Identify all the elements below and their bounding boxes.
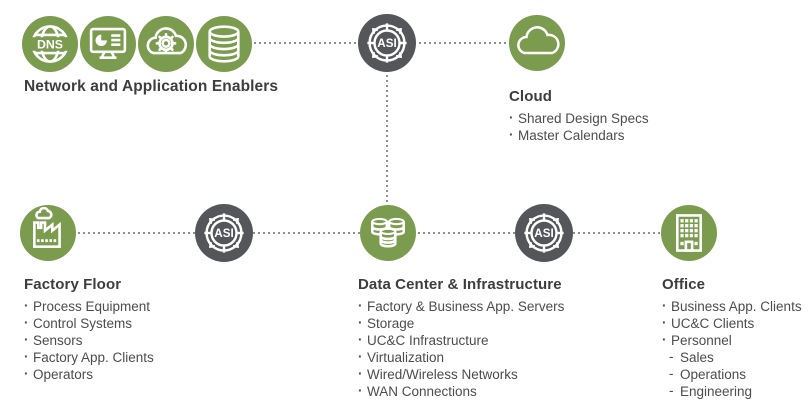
- section-title: Network and Application Enablers: [24, 78, 279, 95]
- asi-compass-icon: ASI: [367, 23, 407, 63]
- node-asi-top: ASI: [358, 14, 416, 72]
- list-subitem: Sales: [662, 348, 802, 366]
- dns-globe-icon: DNS: [30, 25, 70, 63]
- list-item: Factory App. Clients: [24, 348, 154, 366]
- asi-label: ASI: [214, 227, 233, 240]
- list-item: WAN Connections: [358, 382, 564, 400]
- list-item: Personnel: [662, 331, 802, 349]
- dns-label: DNS: [37, 38, 63, 52]
- node-database: [196, 16, 252, 72]
- list-item: Master Calendars: [509, 126, 649, 144]
- cloud-gear-icon: [146, 27, 188, 55]
- node-dashboard: [80, 16, 136, 72]
- dashboard-monitor-icon: [89, 27, 127, 59]
- section-title: Office: [662, 276, 706, 293]
- node-cloud: [509, 15, 565, 71]
- office-building-icon: [676, 214, 702, 252]
- asi-label: ASI: [377, 37, 396, 50]
- asi-compass-icon: ASI: [204, 213, 244, 253]
- datacenter-list: Factory & Business App. Servers Storage …: [358, 297, 564, 400]
- asi-compass-icon: ASI: [524, 213, 564, 253]
- list-subitem: Operations: [662, 365, 802, 383]
- list-item: Storage: [358, 314, 564, 332]
- list-item: Wired/Wireless Networks: [358, 365, 564, 383]
- cloud-icon: [517, 26, 560, 55]
- list-item: Business App. Clients: [662, 297, 802, 315]
- list-item: Sensors: [24, 331, 154, 349]
- section-enablers: Network and Application Enablers: [24, 78, 278, 101]
- node-asi-right: ASI: [515, 204, 573, 262]
- section-title: Factory Floor: [24, 276, 122, 293]
- list-subitem: Engineering: [662, 382, 802, 400]
- section-factory: Factory Floor Process Equipment Control …: [24, 276, 154, 383]
- section-cloud: Cloud Shared Design Specs Master Calenda…: [509, 88, 649, 144]
- list-item: Virtualization: [358, 348, 564, 366]
- list-item: UC&C Clients: [662, 314, 802, 332]
- database-icon: [208, 25, 240, 63]
- list-item: Process Equipment: [24, 297, 154, 315]
- factory-icon: [33, 207, 61, 248]
- node-office: [661, 205, 717, 261]
- node-datacenter: [360, 205, 416, 261]
- section-datacenter: Data Center & Infrastructure Factory & B…: [358, 276, 564, 400]
- list-item: Operators: [24, 365, 154, 383]
- section-office: Office Business App. Clients UC&C Client…: [662, 276, 802, 400]
- section-title: Cloud: [509, 88, 552, 105]
- cloud-list: Shared Design Specs Master Calendars: [509, 109, 649, 144]
- list-item: UC&C Infrastructure: [358, 331, 564, 349]
- node-cloud-services: [138, 16, 194, 72]
- section-title: Data Center & Infrastructure: [358, 276, 562, 293]
- node-asi-left: ASI: [195, 204, 253, 262]
- connector-vertical: [386, 70, 388, 208]
- asi-label: ASI: [534, 227, 553, 240]
- node-factory: [20, 205, 76, 261]
- list-item: Shared Design Specs: [509, 109, 649, 127]
- server-stack-icon: [370, 217, 406, 248]
- node-dns: DNS: [22, 16, 78, 72]
- factory-list: Process Equipment Control Systems Sensor…: [24, 297, 154, 383]
- list-item: Factory & Business App. Servers: [358, 297, 564, 315]
- office-list: Business App. Clients UC&C Clients Perso…: [662, 297, 802, 400]
- list-item: Control Systems: [24, 314, 154, 332]
